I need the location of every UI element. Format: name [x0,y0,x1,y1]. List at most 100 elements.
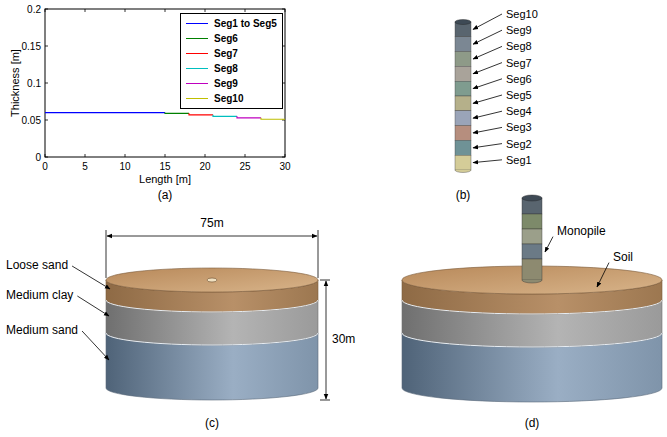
panel-caption: (d) [525,417,540,430]
thickness-curves [45,113,285,120]
segment-label: Seg9 [506,24,532,36]
legend-entry: Seg6 [181,31,282,46]
legend-entry: Seg9 [181,76,282,91]
layer-label: Medium clay [6,289,73,302]
extension-line [318,230,319,278]
leader-line [597,263,609,287]
segment-label: Seg3 [506,121,532,133]
layer-seam [402,300,662,347]
leader-line [473,111,502,118]
axis-tick [45,154,46,157]
segmented-monopile [455,20,471,173]
legend-text: Seg8 [214,63,243,74]
tick-label: 30 [279,161,290,172]
leader-line [473,144,502,148]
soil-cylinder-with-pile [402,266,662,402]
segment-label: Seg8 [506,40,532,52]
pile-hole [207,278,217,282]
axis-tick [285,154,286,157]
thickness-curve [261,118,285,119]
tick-label: 0 [35,152,41,163]
legend-line-sample [186,38,208,39]
leader-line [473,14,502,29]
legend-line-sample [186,23,208,24]
panel-caption: (b) [456,189,471,202]
extension-line [320,400,330,401]
tick-label: 10 [119,161,130,172]
legend-line-sample [186,68,208,69]
leader-line [473,30,502,44]
axis-tick [45,157,48,158]
legend-line-sample [186,83,208,84]
tick-label: 5 [82,161,88,172]
height-dimension [326,281,327,399]
legend-text: Seg9 [214,78,243,89]
layer-label: Medium sand [6,324,78,337]
axis-tick [165,154,166,157]
leader-line [473,79,502,89]
axis-tick [45,9,46,12]
legend-text: Seg6 [214,33,243,44]
axis-tick [125,154,126,157]
tick-label: 0.05 [22,115,41,126]
legend-entry: Seg7 [181,46,282,61]
axis-title: Thickness [m] [9,49,21,117]
leader-line [473,95,502,103]
axis-tick [245,154,246,157]
segment-label: Seg7 [506,57,532,69]
axis-tick [165,9,166,12]
segment-label: Seg2 [506,138,532,150]
pile-base [522,280,542,283]
leader-line [473,127,502,133]
leader-line [473,63,502,74]
pile-segment [455,126,471,141]
thickness-curve [237,116,261,117]
axis-tick [205,154,206,157]
axis-tick [282,157,285,158]
tick-label: 0.2 [27,4,41,15]
width-dimension [107,236,317,237]
axis-tick [45,120,48,121]
tick-label: 20 [199,161,210,172]
segment-label: Seg6 [506,73,532,85]
pile-segment [522,244,542,259]
legend-line-sample [186,98,208,99]
axis-tick [85,154,86,157]
soil-cylinder [106,268,318,400]
monopile [522,195,542,283]
part-label: Soil [613,251,633,264]
legend-entry: Seg10 [181,91,282,106]
legend-text: Seg10 [214,93,248,104]
extension-line [320,280,330,281]
tick-label: 25 [239,161,250,172]
layer-seam [106,300,318,345]
segment-label: Seg4 [506,105,532,117]
leader-lines [72,14,609,360]
leader-line [77,296,109,316]
pile-segment [522,229,542,244]
axis-tick [285,9,286,12]
leader-line [82,331,109,360]
pile-segment [455,140,471,155]
axis-title: Length [m] [139,173,191,185]
axis-tick [205,9,206,12]
soil-top-surface [106,268,318,292]
legend-text: Seg1 to Seg5 [214,18,282,29]
panel-caption: (c) [205,417,219,430]
part-label: Monopile [557,225,606,238]
segment-label: Seg5 [506,89,532,101]
pile-top [455,20,471,25]
segment-label: Seg1 [506,154,532,166]
pile-segment [522,214,542,229]
leader-line [72,266,110,289]
leader-line [545,237,553,252]
legend-entry: Seg1 to Seg5 [181,16,282,31]
thickness-curve [165,112,189,114]
extension-line [106,230,107,278]
chart-legend: Seg1 to Seg5Seg6Seg7Seg8Seg9Seg10 [180,13,283,109]
panel-caption: (a) [158,189,173,202]
axis-tick [45,83,48,84]
tick-label: 0.1 [27,78,41,89]
